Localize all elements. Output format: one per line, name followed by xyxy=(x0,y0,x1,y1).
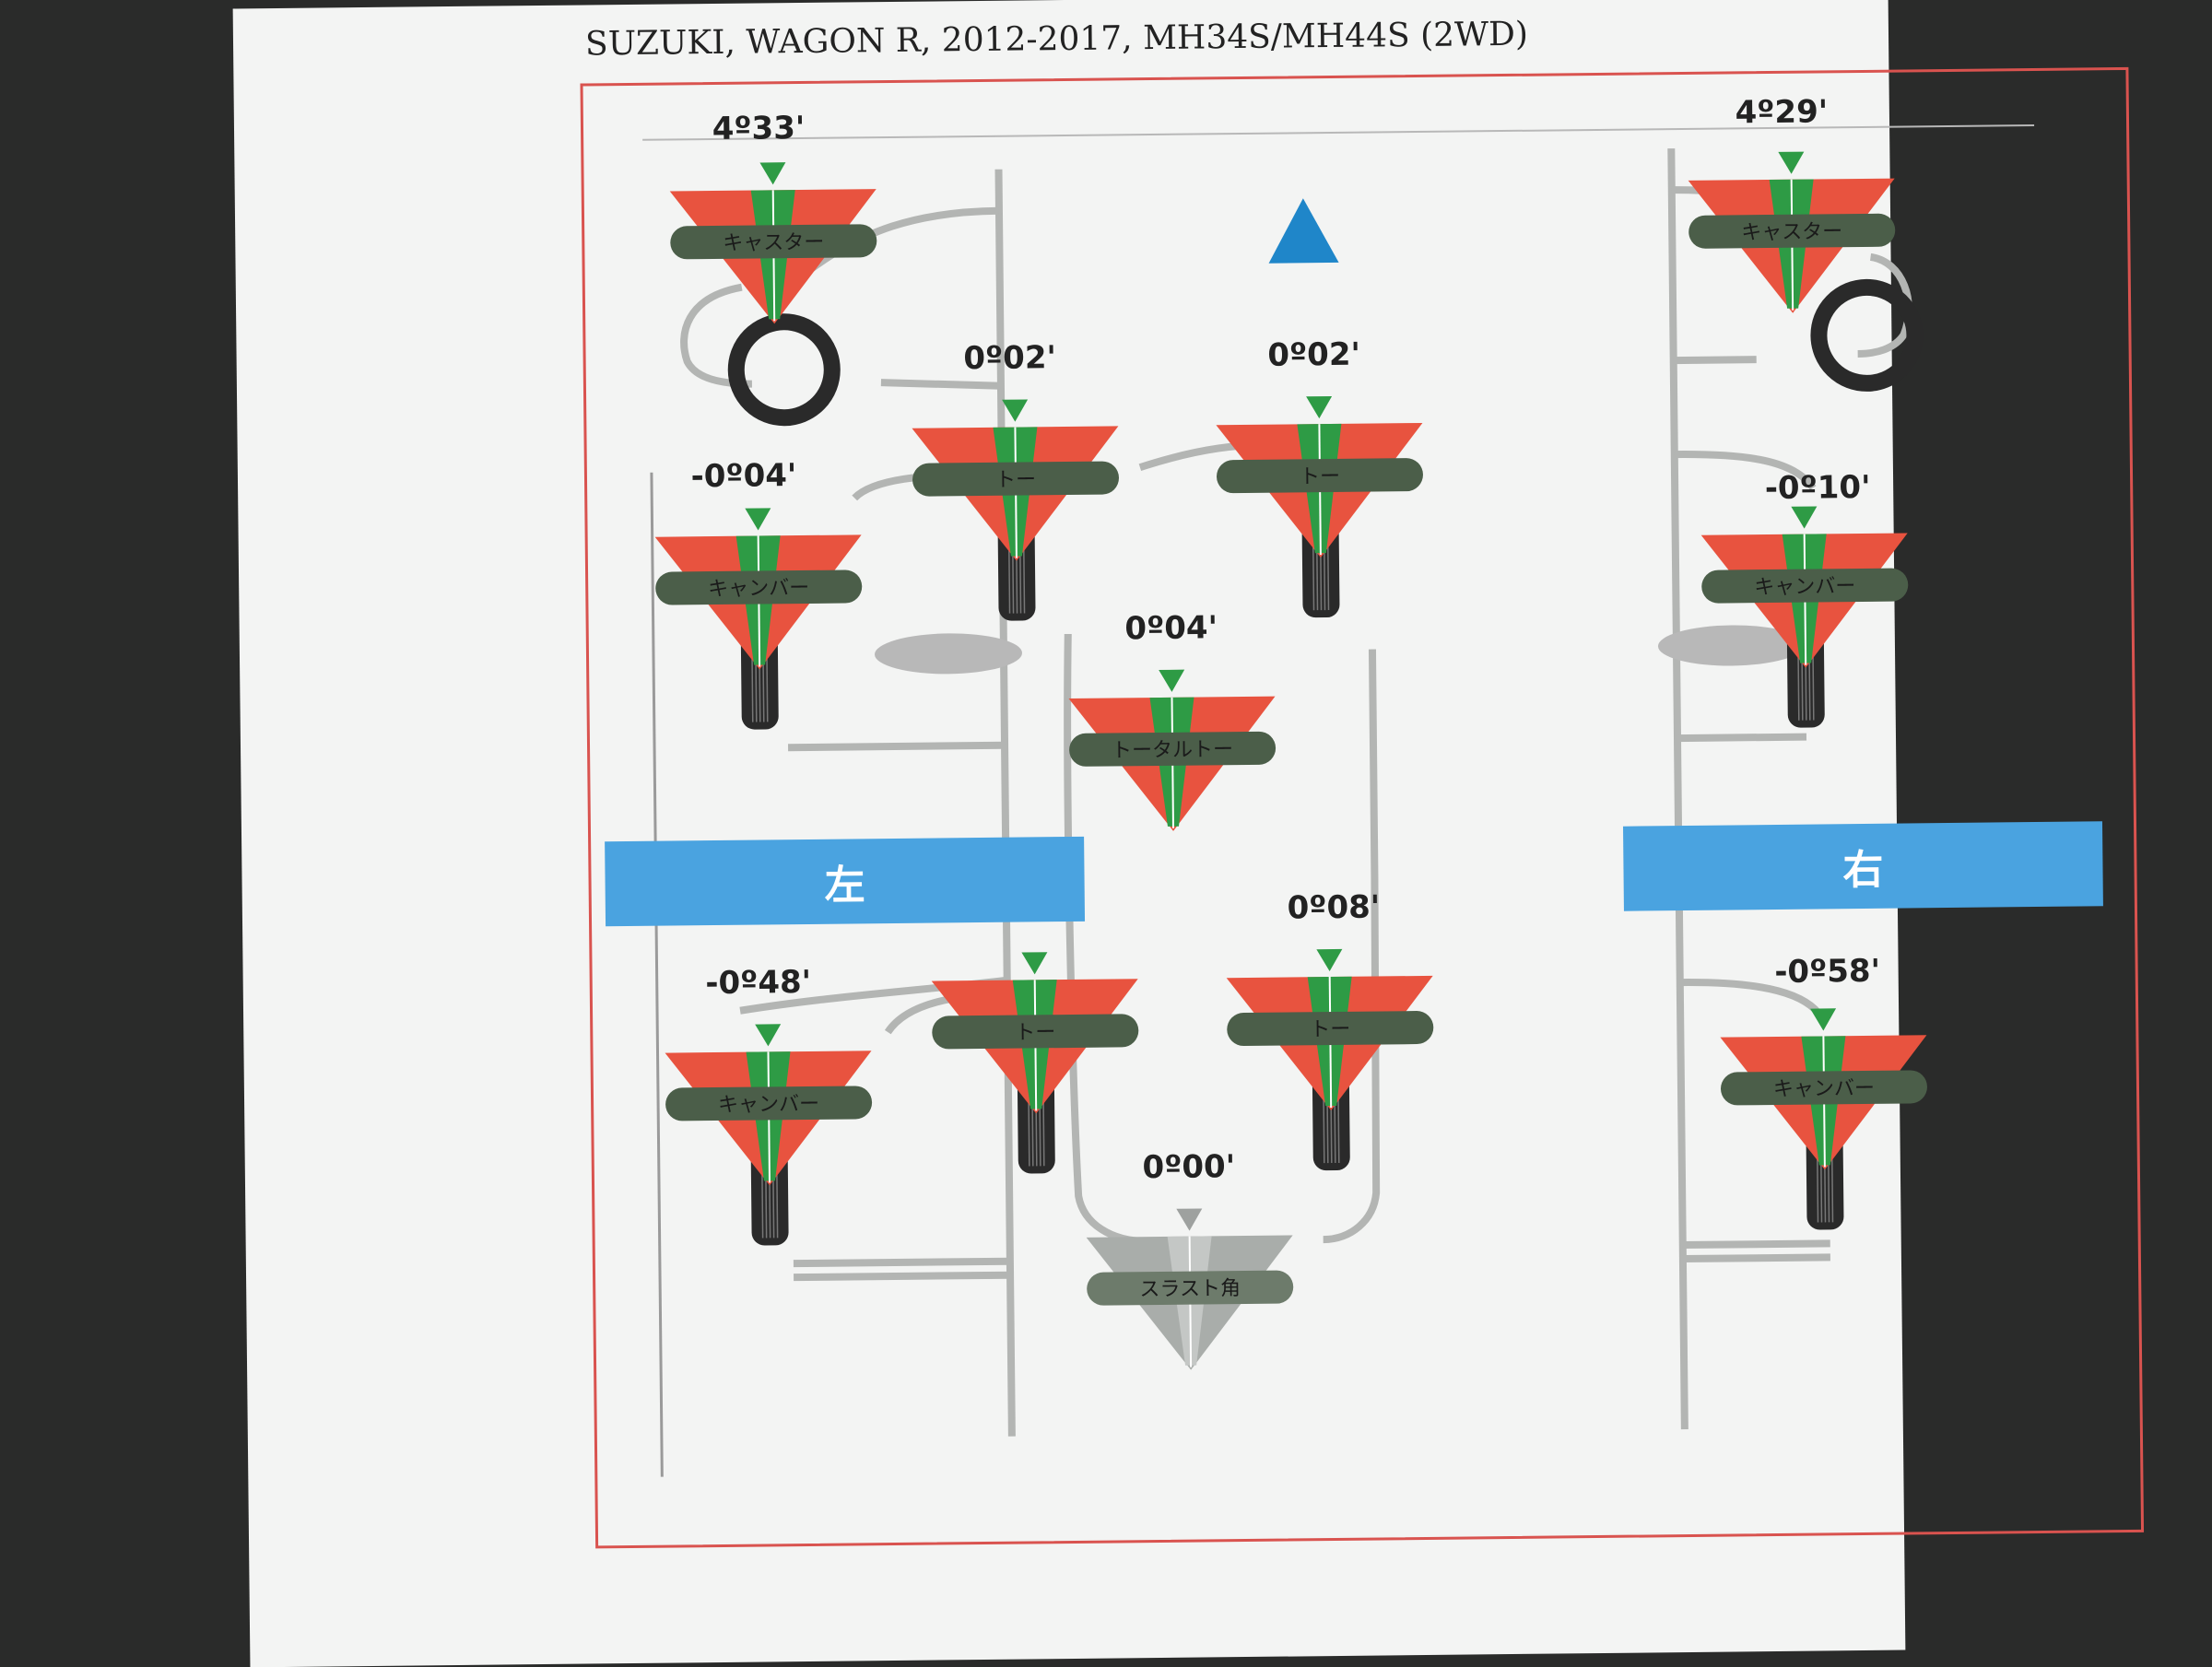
right-shadow xyxy=(1657,625,1806,666)
right-side-label: 右 xyxy=(1842,846,1884,895)
front-camber-left-value: -0º04' xyxy=(690,457,797,496)
label-pill xyxy=(670,224,877,260)
vehicle-title: SUZUKI, WAGON R, 2012-2017, MH34S/MH44S … xyxy=(584,15,1529,64)
pointer-marker xyxy=(759,162,786,185)
pointer-marker xyxy=(1159,669,1185,692)
gauge-label: トー xyxy=(1310,1018,1350,1041)
rear-toe-right-gauge: トー xyxy=(1226,948,1434,1171)
label-pill xyxy=(655,569,863,605)
caster-left-value: 4º33' xyxy=(712,109,806,148)
pointer-marker xyxy=(755,1024,782,1047)
pointer-marker xyxy=(1021,952,1048,975)
front-toe-right-gauge: トー xyxy=(1216,395,1423,618)
total-toe-value: 0º04' xyxy=(1124,609,1218,648)
label-pill xyxy=(932,1014,1139,1050)
alignment-diagram: キャスターキャスターキャンバーキャンバートートートータルトートートーキャンバーキ… xyxy=(650,148,1927,1477)
caster-right-value: 4º29' xyxy=(1735,93,1829,132)
gauge-label: トー xyxy=(1015,1021,1055,1044)
right-side-band: 右 xyxy=(1622,821,2103,911)
pointer-marker xyxy=(1002,399,1029,422)
gauge-label: トー xyxy=(1300,465,1340,488)
label-pill xyxy=(665,1086,873,1121)
rear-camber-left-gauge: キャンバー xyxy=(665,1024,873,1246)
front-toe-left-gauge: トー xyxy=(912,399,1120,621)
gauge-label: スラスト角 xyxy=(1139,1277,1241,1301)
right-body-outline xyxy=(1667,148,1912,1430)
gauge-label: キャンバー xyxy=(1754,575,1855,599)
gauge-label: キャンバー xyxy=(1773,1077,1875,1101)
label-pill xyxy=(1087,1270,1294,1306)
front-camber-left-gauge: キャンバー xyxy=(654,508,863,730)
label-pill xyxy=(1688,213,1896,249)
pointer-marker xyxy=(1810,1008,1837,1031)
left-side-label: 左 xyxy=(824,862,865,910)
label-pill xyxy=(1227,1011,1434,1047)
front-toe-left-value: 0º02' xyxy=(963,339,1057,378)
pointer-marker xyxy=(1316,948,1343,972)
front-camber-right-gauge: キャンバー xyxy=(1700,506,1909,728)
front-camber-right-value: -0º10' xyxy=(1764,468,1871,508)
thrust-angle-gauge: スラスト角 xyxy=(1086,1208,1294,1370)
rear-toe-right-value: 0º08' xyxy=(1287,888,1381,927)
gauge-label: キャンバー xyxy=(708,577,809,601)
label-pill xyxy=(1069,731,1277,767)
left-shadow xyxy=(875,633,1022,675)
caster-right-gauge: キャスター xyxy=(1688,151,1896,313)
right-front-tire-side xyxy=(1810,278,1924,392)
total-toe-gauge: トータルトー xyxy=(1068,669,1277,831)
printed-sheet: SUZUKI, WAGON R, 2012-2017, MH34S/MH44S … xyxy=(232,0,2145,1667)
rear-camber-right-gauge: キャンバー xyxy=(1720,1008,1927,1230)
label-pill xyxy=(1720,1070,1927,1106)
label-pill xyxy=(1217,458,1423,494)
caster-left-gauge: キャスター xyxy=(669,162,877,324)
tires xyxy=(727,278,1924,427)
left-side-band: 左 xyxy=(605,836,1086,927)
pointer-marker xyxy=(1306,395,1333,419)
rear-camber-right-value: -0º58' xyxy=(1774,952,1881,991)
thrust-angle-value: 0º00' xyxy=(1142,1148,1236,1187)
front-toe-right-value: 0º02' xyxy=(1267,335,1361,374)
gauge-label: トータルトー xyxy=(1112,738,1233,762)
pointer-marker xyxy=(1791,506,1818,529)
gauge-label: キャスター xyxy=(723,231,824,255)
label-pill xyxy=(1701,568,1909,604)
pointer-marker xyxy=(1176,1208,1203,1231)
pointer-marker xyxy=(745,508,771,531)
rear-toe-left-gauge: トー xyxy=(931,952,1139,1174)
gauge-label: トー xyxy=(995,468,1036,491)
label-pill xyxy=(912,461,1120,497)
rear-camber-left-value: -0º48' xyxy=(705,963,812,1003)
pointer-marker xyxy=(1778,151,1805,174)
gauge-label: キャンバー xyxy=(718,1093,819,1117)
gauge-label: キャスター xyxy=(1741,220,1842,244)
left-front-tire-side xyxy=(727,313,841,427)
forward-direction-arrow xyxy=(1268,198,1339,264)
alignment-report-frame: キャスターキャスターキャンバーキャンバートートートータルトートートーキャンバーキ… xyxy=(580,66,2145,1549)
